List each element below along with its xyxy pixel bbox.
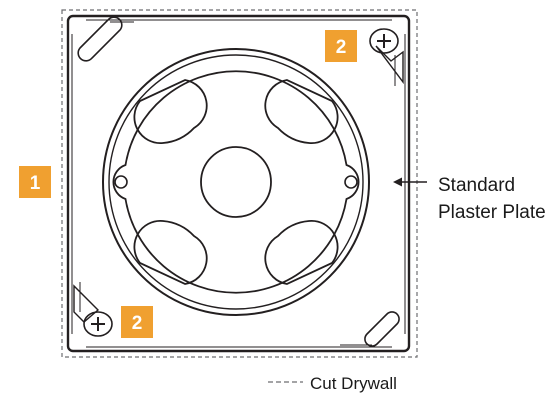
badge-2-bottom: 2: [121, 306, 153, 338]
callout-label-line2: Plaster Plate: [438, 202, 546, 223]
callout-label-line1: Standard: [438, 175, 515, 196]
corner-slot-top-left: [77, 16, 134, 62]
box-outer-ring: [102, 48, 370, 316]
screw-top-right: [369, 28, 399, 54]
callout-arrow: [393, 177, 427, 187]
screw-tab-bottom-left: [73, 282, 100, 323]
badge-2-top-label: 2: [336, 37, 347, 58]
center-knockout: [200, 146, 272, 218]
badge-1: 1: [19, 166, 51, 198]
cut-drywall-outline: [61, 9, 418, 358]
knockouts: [133, 79, 339, 285]
badge-2-top: 2: [325, 30, 357, 62]
screw-bottom-left: [83, 311, 113, 337]
legend-label: Cut Drywall: [310, 374, 397, 393]
mounting-hole-left: [114, 175, 128, 189]
plaster-plate: [66, 14, 411, 353]
badge-2-bottom-label: 2: [132, 313, 143, 334]
mounting-hole-right: [344, 175, 358, 189]
box-inner-plate: [112, 70, 360, 294]
badge-1-label: 1: [30, 173, 41, 194]
screw-tab-top-right: [375, 45, 404, 86]
corner-slot-bottom-right: [340, 311, 400, 347]
